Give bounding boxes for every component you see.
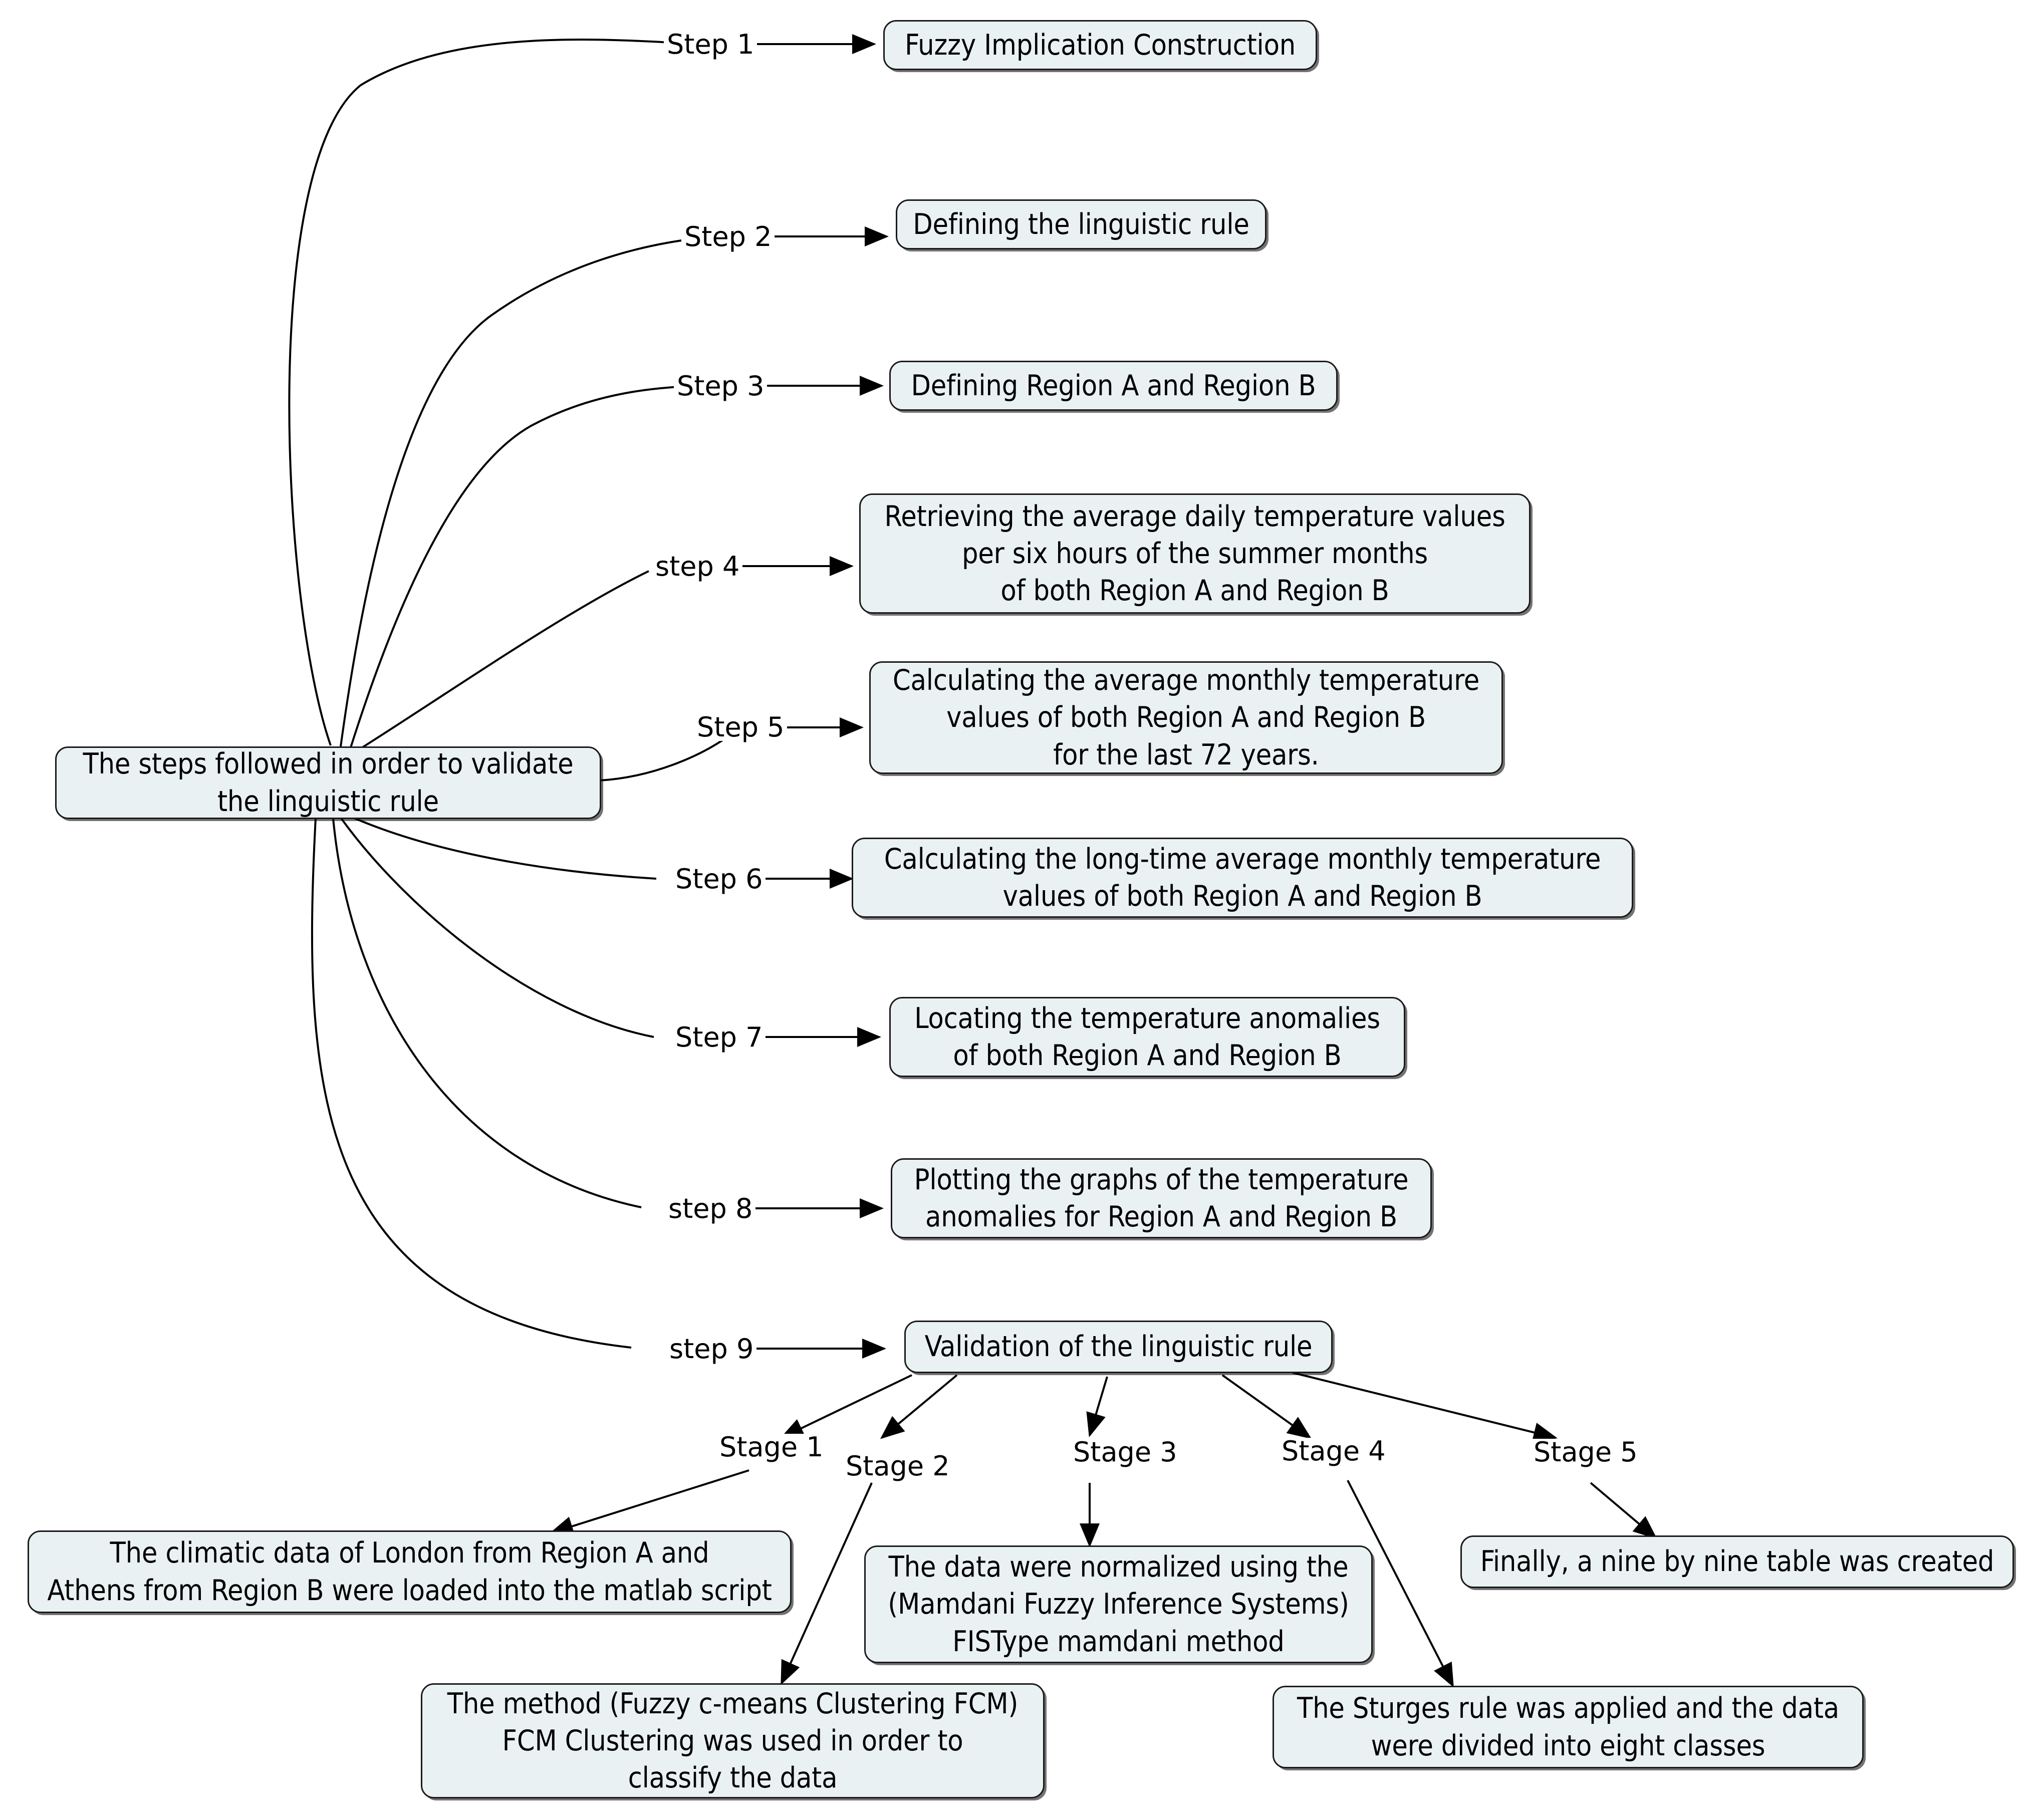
node-step8[interactable]: Plotting the graphs of the temperature a… (891, 1158, 1432, 1238)
edge-label-step8: step 8 (665, 1195, 756, 1222)
edge-label-step7: Step 7 (672, 1024, 766, 1051)
node-step7-label: Locating the temperature anomalies of bo… (914, 1001, 1380, 1072)
node-step4-label: Retrieving the average daily temperature… (884, 499, 1505, 608)
edge-step9-stage5 (1292, 1372, 1558, 1442)
node-stage1-label: The climatic data of London from Region … (47, 1536, 772, 1607)
node-step2[interactable]: Defining the linguistic rule (896, 199, 1266, 249)
edge-label-step2: Step 2 (681, 223, 775, 250)
node-stage1[interactable]: The climatic data of London from Region … (28, 1530, 792, 1613)
node-stage4[interactable]: The Sturges rule was applied and the dat… (1273, 1686, 1864, 1768)
edge-label-stage2: Stage 2 (843, 1453, 953, 1480)
edge-root-step1 (288, 39, 697, 746)
edge-root-step4 (360, 570, 649, 749)
node-step6-label: Calculating the long-time average monthl… (884, 842, 1601, 913)
node-step8-label: Plotting the graphs of the temperature a… (914, 1163, 1409, 1233)
edge-label-stage5: Stage 5 (1531, 1439, 1641, 1466)
node-step9[interactable]: Validation of the linguistic rule (904, 1321, 1333, 1373)
node-stage4-label: The Sturges rule was applied and the dat… (1297, 1692, 1840, 1762)
edge-step9-stage4 (1221, 1374, 1312, 1439)
node-step2-label: Defining the linguistic rule (913, 207, 1249, 241)
node-stage3[interactable]: The data were normalized using the (Mamd… (864, 1545, 1373, 1663)
node-root[interactable]: The steps followed in order to validate … (55, 746, 601, 819)
node-step3-label: Defining Region A and Region B (911, 369, 1316, 402)
edge-root-step6 (350, 816, 657, 880)
edge-stage1-box (549, 1469, 749, 1536)
edge-label-step9: step 9 (666, 1336, 757, 1363)
edge-label-step6: Step 6 (672, 866, 766, 893)
node-step4[interactable]: Retrieving the average daily temperature… (859, 493, 1531, 614)
node-stage2-label: The method (Fuzzy c-means Clustering FCM… (447, 1687, 1019, 1795)
node-step7[interactable]: Locating the temperature anomalies of bo… (889, 997, 1405, 1077)
edge-label-stage1: Stage 1 (716, 1434, 827, 1461)
edge-step9-stage2 (880, 1374, 958, 1439)
node-step5[interactable]: Calculating the average monthly temperat… (869, 661, 1503, 774)
edge-root-step8 (332, 818, 642, 1208)
edge-label-stage3: Stage 3 (1070, 1439, 1180, 1466)
node-step1-label: Fuzzy Implication Construction (904, 28, 1296, 62)
edge-step9-stage1 (780, 1374, 912, 1439)
edge-root-step9 (311, 818, 632, 1349)
edge-stage2-box (781, 1482, 873, 1685)
edge-label-stage4: Stage 4 (1279, 1438, 1389, 1465)
node-stage5[interactable]: Finally, a nine by nine table was create… (1460, 1535, 2014, 1588)
edge-label-step1: Step 1 (664, 31, 757, 58)
node-step6[interactable]: Calculating the long-time average monthl… (852, 838, 1633, 918)
node-step3[interactable]: Defining Region A and Region B (889, 361, 1338, 411)
node-stage3-label: The data were normalized using the (Mamd… (888, 1550, 1349, 1658)
node-step1[interactable]: Fuzzy Implication Construction (883, 20, 1317, 70)
edge-root-step2 (340, 235, 717, 747)
node-stage2[interactable]: The method (Fuzzy c-means Clustering FCM… (421, 1683, 1045, 1798)
edge-root-step7 (340, 817, 654, 1038)
edge-step9-stage3 (1086, 1376, 1108, 1437)
edge-label-step4: step 4 (652, 553, 743, 580)
node-step9-label: Validation of the linguistic rule (924, 1330, 1313, 1364)
node-stage5-label: Finally, a nine by nine table was create… (1480, 1545, 1994, 1579)
edge-stage5-box (1590, 1482, 1658, 1539)
edge-label-step5: Step 5 (694, 714, 788, 741)
node-step5-label: Calculating the average monthly temperat… (892, 664, 1480, 771)
edge-label-step3: Step 3 (674, 373, 768, 400)
node-root-label: The steps followed in order to validate … (83, 747, 574, 818)
